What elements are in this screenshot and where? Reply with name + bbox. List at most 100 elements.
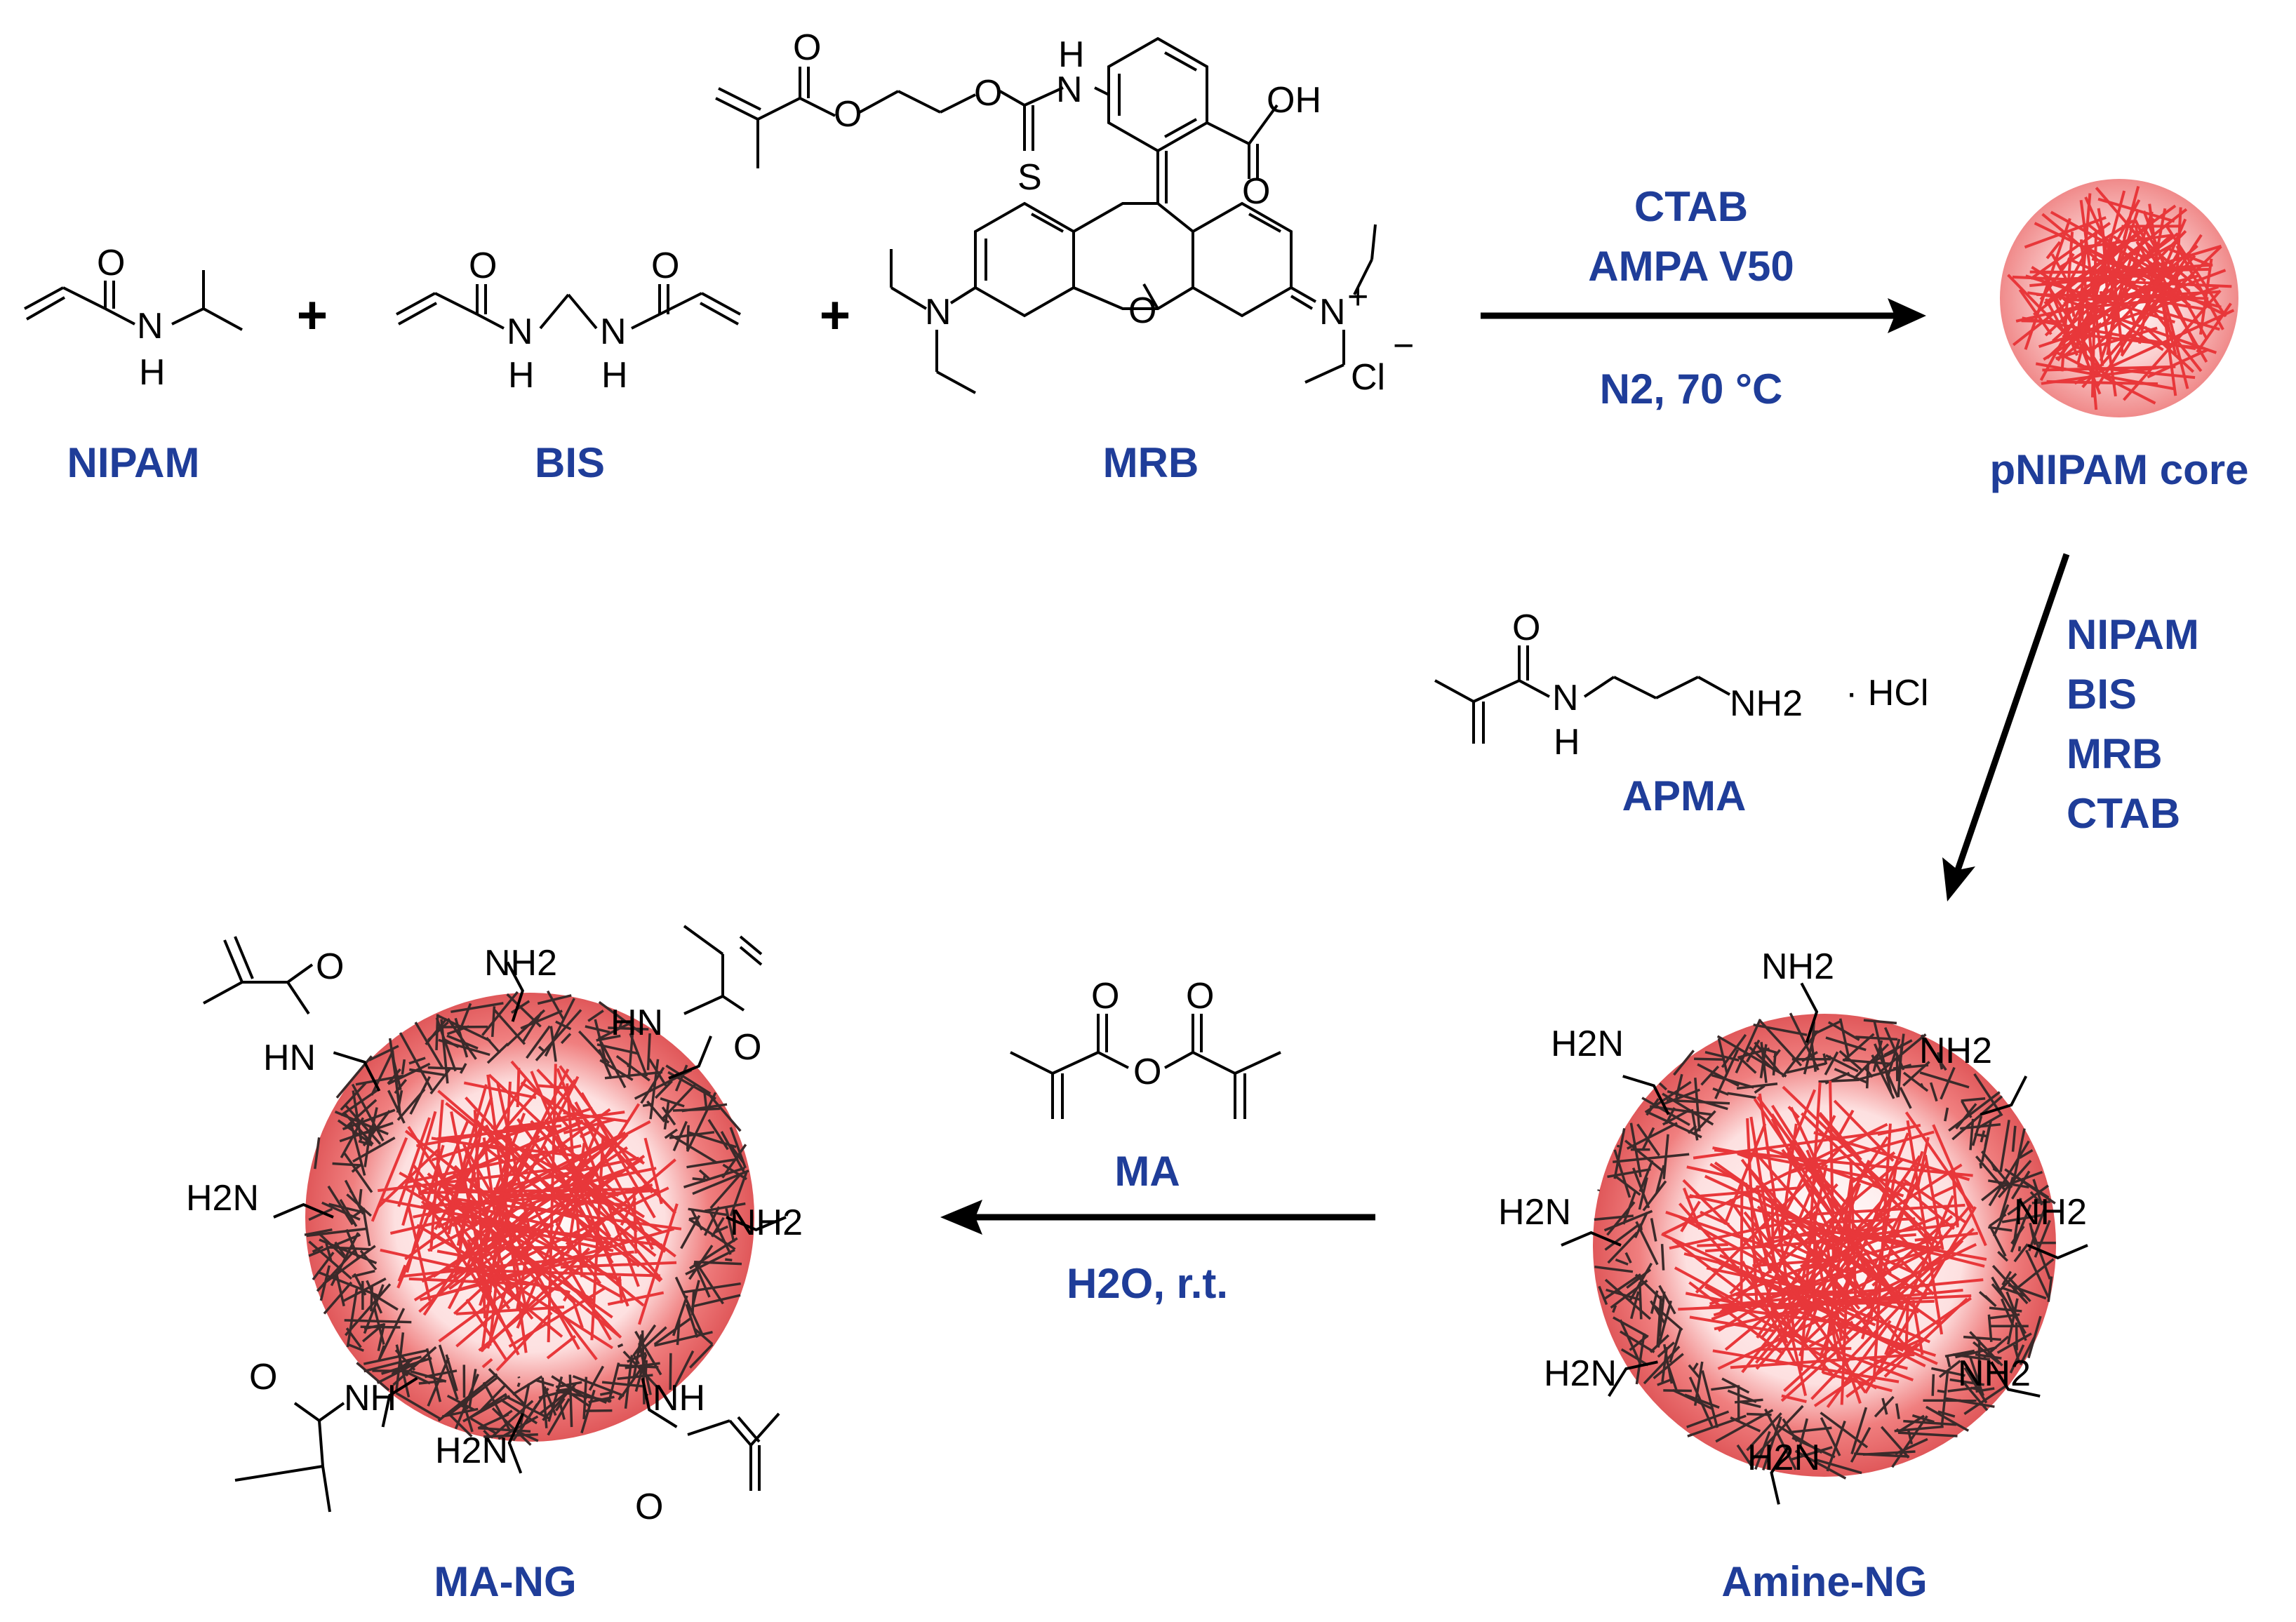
polymer-fiber [1790,1222,1959,1247]
amine-ng-group-tr: NH2 [1919,1031,1992,1071]
shell-fiber [1711,1385,1736,1391]
shell-fiber [1897,1044,1903,1098]
shell-fiber [1658,1285,1676,1315]
shell-fiber [1895,1437,1928,1455]
polymer-fiber [2196,302,2232,354]
shell-fiber [2001,1214,2043,1224]
shell-fiber [1825,1054,1859,1073]
shell-fiber [1673,1050,1695,1076]
shell-fiber [401,1059,406,1075]
shell-fiber [367,1107,378,1145]
shell-fiber [674,1064,688,1092]
shell-fiber [435,1017,457,1072]
shell-fiber [1938,1360,1961,1379]
mrb-atom-o-acid: O [1242,171,1270,212]
shell-fiber [399,1032,433,1091]
shell-fiber [617,1343,624,1348]
step2-reagent-ctab: CTAB [2067,790,2180,837]
polymer-fiber [1903,1179,1967,1224]
polymer-fiber [1877,1123,1921,1137]
shell-fiber [1694,1078,1701,1132]
ma-ng-label: MA-NG [434,1558,576,1605]
shell-fiber [1727,1389,1757,1403]
shell-fiber [688,1131,737,1148]
polymer-fiber [1906,1120,1944,1335]
amine-ng-group-mr: NH2 [2014,1192,2087,1233]
polymer-fiber [2063,274,2198,314]
ma-ng-h2n-bottom: H2N [435,1430,508,1471]
mrb-atom-o-ring: O [1128,290,1156,331]
polymer-fiber [507,1111,625,1130]
shell-fiber [641,1330,646,1405]
shell-fiber [440,1019,449,1084]
amine-ng-particle [1561,982,2088,1505]
shell-fiber [646,1033,651,1071]
ma-ng-nh2-right: NH2 [730,1202,803,1243]
polymer-fiber [1758,1347,1852,1351]
shell-fiber [1883,1039,1913,1057]
shell-fiber [457,1402,469,1410]
shell-fiber [342,1108,396,1131]
polymer-fiber [2081,287,2085,321]
shell-fiber [674,1276,704,1336]
shell-fiber [665,1064,712,1095]
shell-fiber [541,1377,548,1428]
shell-fiber [2018,1148,2034,1160]
ma-structure [1010,1014,1281,1119]
apma-hcl: · HCl [1846,673,1928,713]
shell-fiber [1903,1419,1957,1426]
shell-fiber [1721,1033,1747,1068]
shell-fiber [327,1185,354,1226]
surface-linker [1561,1231,1622,1247]
bis-atom-n2: N [600,311,627,352]
shell-fiber [1992,1204,2010,1237]
polymer-fiber [1833,1099,1895,1162]
shell-fiber [468,1369,477,1409]
shell-fiber [2013,1258,2055,1292]
polymer-fiber [1740,1181,1744,1310]
shell-fiber [1604,1278,1652,1320]
polymer-fiber [559,1065,654,1194]
surface-linker [273,1202,334,1219]
shell-fiber [1891,1415,1928,1468]
shell-fiber [408,1057,426,1065]
shell-fiber [2013,1243,2029,1263]
shell-fiber [1648,1111,1702,1139]
polymer-fiber [2079,199,2104,366]
shell-fiber [1818,1078,1860,1083]
shell-fiber [619,1367,643,1399]
shell-fiber [1987,1314,1993,1342]
plus-sign-2: + [820,286,850,345]
shell-fiber [1988,1179,2029,1189]
polymer-fiber [1714,1148,1973,1177]
polymer-fiber [516,1120,602,1329]
shell-fiber [2027,1315,2042,1359]
ma-atom-o-bridge: O [1133,1052,1161,1092]
shell-fiber [1635,1333,1646,1385]
shell-fiber [1969,1118,1975,1151]
bis-label: BIS [535,439,605,486]
shell-fiber [607,1362,620,1403]
shell-fiber [2019,1336,2036,1365]
shell-fiber [391,1358,413,1376]
shell-fiber [1753,1023,1808,1036]
polymer-fiber [1680,1200,1701,1233]
shell-fiber [510,1000,530,1014]
shell-fiber [559,1404,566,1420]
shell-fiber [560,1033,572,1045]
shell-fiber [480,1383,507,1411]
surface-linker [381,1376,418,1428]
surface-linker [726,1216,787,1232]
ma-ng-h2n-left: H2N [186,1178,259,1219]
shell-fiber [1715,1409,1774,1443]
polymer-fiber [507,1227,528,1313]
shell-fiber [323,1281,353,1315]
shell-fiber [691,1280,700,1308]
shell-fiber [493,1008,526,1045]
shell-fiber [1748,1405,1804,1464]
shell-fiber [1899,1087,1912,1109]
shell-fiber [1660,1244,1665,1271]
polymer-fiber [514,1133,629,1254]
shell-fiber [538,1045,546,1054]
bis-atom-o2: O [651,246,679,286]
